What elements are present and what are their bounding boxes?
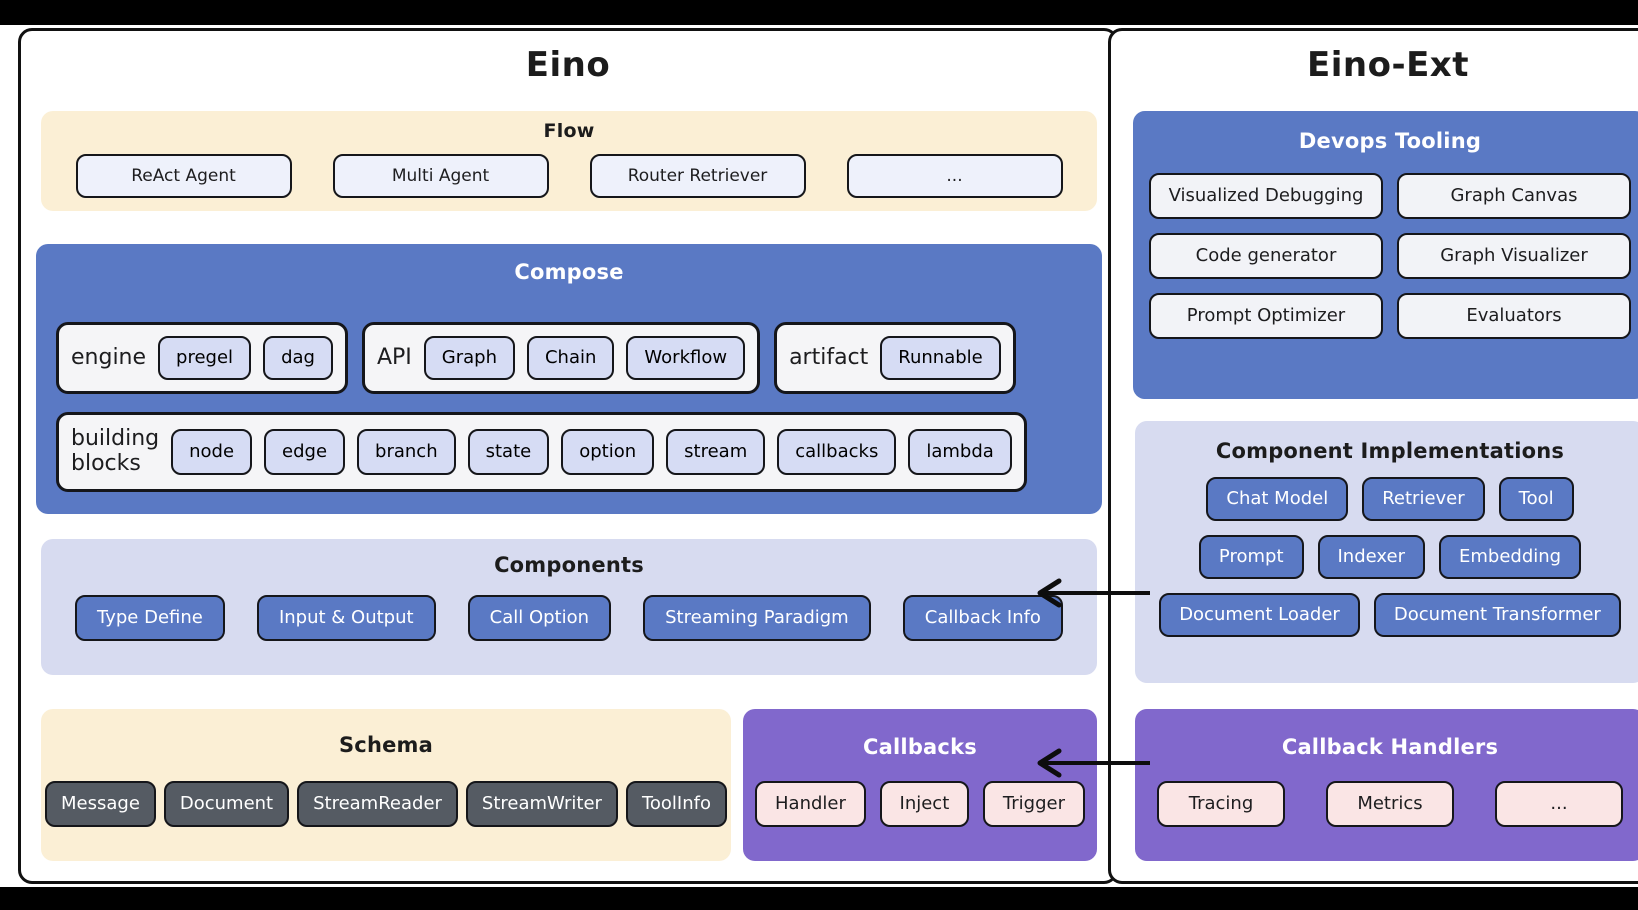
- schema-item-message[interactable]: Message: [45, 781, 156, 827]
- section-components: Components Type Define Input & Output Ca…: [41, 539, 1097, 675]
- compose-row-primary: engine pregel dag API Graph Chain Workfl…: [56, 322, 1016, 394]
- flow-item-react-agent[interactable]: ReAct Agent: [75, 154, 292, 198]
- section-title-flow: Flow: [543, 120, 595, 142]
- schema-item-streamreader[interactable]: StreamReader: [297, 781, 458, 827]
- component-implementations-row-1: Chat Model Retriever Tool: [1151, 477, 1629, 521]
- compose-group-api: API Graph Chain Workflow: [361, 322, 761, 394]
- devops-item-code-generator[interactable]: Code generator: [1149, 233, 1383, 279]
- section-schema: Schema Message Document StreamReader Str…: [41, 709, 731, 861]
- devops-item-visualized-debugging[interactable]: Visualized Debugging: [1149, 173, 1383, 219]
- callback-handlers-items-row: Tracing Metrics ...: [1135, 781, 1638, 827]
- compose-chip-dag[interactable]: dag: [263, 336, 333, 380]
- component-implementations-row-2: Prompt Indexer Embedding: [1151, 535, 1629, 579]
- compose-group-engine: engine pregel dag: [56, 322, 348, 394]
- callbacks-items-row: Handler Inject Trigger: [743, 781, 1097, 827]
- section-flow: Flow ReAct Agent Multi Agent Router Retr…: [41, 111, 1097, 211]
- page-title-eino-ext: Eino-Ext: [1307, 45, 1469, 85]
- schema-items-row: Message Document StreamReader StreamWrit…: [41, 781, 731, 827]
- panel-eino: Eino Flow ReAct Agent Multi Agent Router…: [18, 28, 1118, 884]
- compimpl-item-document-transformer[interactable]: Document Transformer: [1373, 593, 1621, 637]
- cbhandlers-item-more[interactable]: ...: [1495, 781, 1623, 827]
- flow-item-router-retriever[interactable]: Router Retriever: [589, 154, 806, 198]
- cbhandlers-item-metrics[interactable]: Metrics: [1326, 781, 1454, 827]
- components-items-row: Type Define Input & Output Call Option S…: [41, 595, 1097, 641]
- section-title-component-implementations: Component Implementations: [1215, 439, 1565, 463]
- components-item-callback-info[interactable]: Callback Info: [902, 595, 1063, 641]
- compose-group-artifact: artifact Runnable: [774, 322, 1016, 394]
- components-item-input-output[interactable]: Input & Output: [256, 595, 436, 641]
- compimpl-item-retriever[interactable]: Retriever: [1362, 477, 1485, 521]
- section-callback-handlers: Callback Handlers Tracing Metrics ...: [1135, 709, 1638, 861]
- compose-chip-callbacks[interactable]: callbacks: [777, 429, 897, 475]
- callbacks-item-inject[interactable]: Inject: [879, 781, 970, 827]
- flow-items-row: ReAct Agent Multi Agent Router Retriever…: [41, 154, 1097, 198]
- compose-group-building-blocks: building blocks node edge branch state o…: [56, 412, 1027, 492]
- flow-item-more[interactable]: ...: [846, 154, 1063, 198]
- components-item-call-option[interactable]: Call Option: [467, 595, 612, 641]
- devops-item-prompt-optimizer[interactable]: Prompt Optimizer: [1149, 293, 1383, 339]
- section-component-implementations: Component Implementations Chat Model Ret…: [1135, 421, 1638, 683]
- compimpl-item-prompt[interactable]: Prompt: [1198, 535, 1304, 579]
- compose-group-label-api: API: [376, 344, 412, 370]
- compose-row-building-blocks: building blocks node edge branch state o…: [56, 412, 1027, 492]
- compimpl-item-tool[interactable]: Tool: [1498, 477, 1574, 521]
- compose-chip-option[interactable]: option: [561, 429, 655, 475]
- section-title-schema: Schema: [338, 733, 434, 757]
- compose-group-label-engine: engine: [71, 344, 147, 370]
- section-title-devops-tooling: Devops Tooling: [1298, 129, 1482, 153]
- diagram-canvas: Eino Flow ReAct Agent Multi Agent Router…: [0, 25, 1638, 887]
- compose-chip-runnable[interactable]: Runnable: [880, 336, 1001, 380]
- page-title-eino: Eino: [525, 45, 611, 85]
- compose-chip-chain[interactable]: Chain: [526, 336, 615, 380]
- compose-chip-node[interactable]: node: [171, 429, 253, 475]
- section-callbacks: Callbacks Handler Inject Trigger: [743, 709, 1097, 861]
- compose-chip-state[interactable]: state: [467, 429, 550, 475]
- compose-chip-workflow[interactable]: Workflow: [626, 336, 746, 380]
- callbacks-item-trigger[interactable]: Trigger: [982, 781, 1085, 827]
- component-implementations-row-3: Document Loader Document Transformer: [1151, 593, 1629, 637]
- schema-item-document[interactable]: Document: [163, 781, 290, 827]
- section-title-compose: Compose: [514, 260, 624, 284]
- compose-group-label-building-blocks: building blocks: [71, 426, 160, 476]
- section-devops-tooling: Devops Tooling Visualized Debugging Grap…: [1133, 111, 1638, 399]
- panel-eino-ext: Eino-Ext Devops Tooling Visualized Debug…: [1108, 28, 1638, 884]
- section-title-callback-handlers: Callback Handlers: [1281, 735, 1499, 759]
- cbhandlers-item-tracing[interactable]: Tracing: [1157, 781, 1285, 827]
- compose-chip-pregel[interactable]: pregel: [158, 336, 252, 380]
- compimpl-item-chat-model[interactable]: Chat Model: [1206, 477, 1349, 521]
- callbacks-item-handler[interactable]: Handler: [755, 781, 866, 827]
- compimpl-item-indexer[interactable]: Indexer: [1317, 535, 1425, 579]
- compimpl-item-embedding[interactable]: Embedding: [1438, 535, 1582, 579]
- section-compose: Compose engine pregel dag API Graph Chai…: [36, 244, 1102, 514]
- compose-group-label-artifact: artifact: [789, 344, 869, 370]
- compose-chip-stream[interactable]: stream: [666, 429, 766, 475]
- components-item-type-define[interactable]: Type Define: [75, 595, 225, 641]
- compose-chip-branch[interactable]: branch: [357, 429, 456, 475]
- section-title-callbacks: Callbacks: [863, 735, 977, 759]
- compose-chip-edge[interactable]: edge: [264, 429, 346, 475]
- compose-chip-lambda[interactable]: lambda: [908, 429, 1012, 475]
- schema-item-streamwriter[interactable]: StreamWriter: [465, 781, 618, 827]
- schema-item-toolinfo[interactable]: ToolInfo: [625, 781, 727, 827]
- devops-item-graph-canvas[interactable]: Graph Canvas: [1397, 173, 1631, 219]
- flow-item-multi-agent[interactable]: Multi Agent: [332, 154, 549, 198]
- components-item-streaming-paradigm[interactable]: Streaming Paradigm: [643, 595, 871, 641]
- compimpl-item-document-loader[interactable]: Document Loader: [1159, 593, 1360, 637]
- devops-items-grid: Visualized Debugging Graph Canvas Code g…: [1133, 153, 1638, 339]
- devops-item-evaluators[interactable]: Evaluators: [1397, 293, 1631, 339]
- component-implementations-rows: Chat Model Retriever Tool Prompt Indexer…: [1135, 463, 1638, 637]
- compose-chip-graph[interactable]: Graph: [423, 336, 515, 380]
- devops-item-graph-visualizer[interactable]: Graph Visualizer: [1397, 233, 1631, 279]
- section-title-components: Components: [494, 553, 644, 577]
